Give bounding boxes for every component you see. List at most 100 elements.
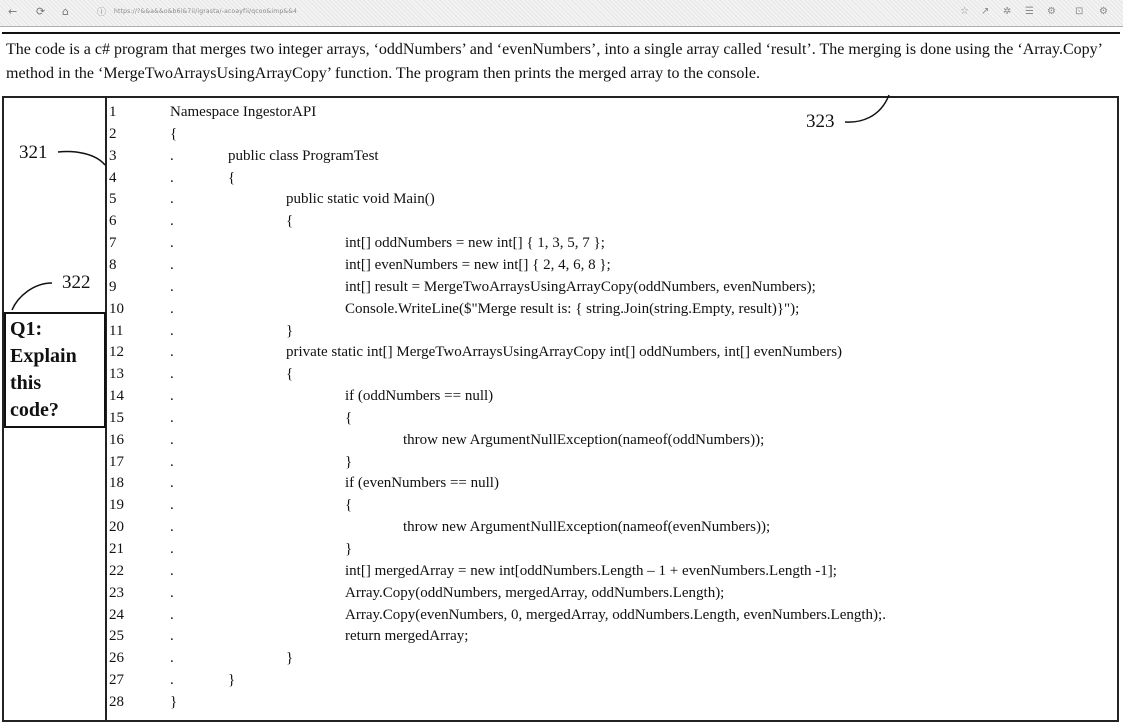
code-line: 24. Array.Copy(evenNumbers, 0, mergedArra… [106,606,1106,628]
reference-321: 321 [19,142,48,163]
code-text: throw new ArgumentNullException(nameof(o… [403,431,765,448]
code-line: 9.int[] result = MergeTwoArraysUsingArra… [106,278,1106,300]
code-line: 18. if (evenNumbers == null) [106,474,1106,496]
indent-marker: . [170,213,174,230]
code-line: 20.throw new ArgumentNullException(nameo… [106,518,1106,540]
code-text: if (oddNumbers == null) [345,388,494,405]
settings-icon[interactable]: ⚙ [1047,6,1056,17]
code-line: 22. int[] mergedArray = new int[oddNumber… [106,562,1106,584]
line-number: 2 [109,125,117,142]
site-info-icon[interactable]: ⓘ [97,8,107,18]
line-number: 27 [109,672,124,689]
indent-marker: . [170,191,174,208]
question-box[interactable]: Q1: Explain this code? [4,312,106,428]
browser-toolbar: ← ⟳ ⌂ ⓘ https://?&&a&&o&b6i&7ii/igrasta/… [0,0,1123,27]
code-text: public static void Main() [286,191,435,208]
code-line: 10. Console.WriteLine($"Merge result is: … [106,300,1106,322]
home-icon[interactable]: ⌂ [62,5,69,18]
code-text: Array.Copy(evenNumbers, 0, mergedArray, … [345,606,886,623]
code-text: int[] mergedArray = new int[oddNumbers.L… [345,562,837,579]
code-line: 8.int[] evenNumbers = new int[] { 2, 4, … [106,256,1106,278]
share-icon[interactable]: ↗ [981,6,990,17]
indent-marker: . [170,453,174,470]
indent-marker: . [170,606,174,623]
indent-marker: . [170,169,174,186]
code-line: 27.} [106,671,1106,693]
line-number: 19 [109,497,124,514]
indent-marker: . [170,519,174,536]
code-text: Array.Copy(oddNumbers, mergedArray, oddN… [345,584,725,601]
code-line: 4.{ [106,169,1106,191]
favorite-icon[interactable]: ☆ [960,6,969,17]
code-text: } [345,453,353,470]
indent-marker: . [170,300,174,317]
indent-marker: . [170,541,174,557]
line-number: 18 [109,475,124,492]
code-line: 25.return mergedArray; [106,627,1106,649]
code-text: { [170,125,178,142]
copilot-icon[interactable]: ⚙ [1099,6,1108,17]
indent-marker: . [170,322,174,339]
code-line: 14. if (oddNumbers == null) [106,387,1106,409]
indent-marker: . [170,431,174,448]
indent-marker: . [170,672,174,689]
code-text: } [228,672,236,689]
code-line: 16. throw new ArgumentNullException(nameo… [106,431,1106,453]
code-text: } [170,693,178,710]
code-line: 15.{ [106,409,1106,431]
description-top-border [2,32,1120,34]
indent-marker: . [170,388,174,405]
code-explanation: The code is a c# program that merges two… [6,41,1102,82]
indent-marker: . [170,475,174,492]
code-line: 21.} [106,540,1106,562]
code-text: int[] oddNumbers = new int[] { 1, 3, 5, … [345,235,605,252]
code-line: 13. { [106,365,1106,387]
code-text: { [228,169,236,186]
line-number: 1 [109,104,117,120]
reload-icon[interactable]: ⟳ [36,5,46,18]
indent-marker: . [170,147,174,164]
code-line: 12.private static int[] MergeTwoArraysUs… [106,343,1106,365]
line-number: 10 [109,300,124,317]
line-number: 25 [109,628,124,645]
line-number: 8 [109,256,117,273]
code-line: 2{ [106,125,1106,147]
line-number: 28 [109,693,124,710]
line-number: 16 [109,431,124,448]
indent-marker: . [170,584,174,601]
code-text: throw new ArgumentNullException(nameof(e… [403,519,771,536]
address-bar[interactable]: https://?&&a&&o&b6i&7ii/igrasta/-acoayfi… [114,8,298,15]
code-line: 28} [106,693,1106,715]
sidebar-icon[interactable]: ⊡ [1075,6,1084,17]
code-line: 3.public class ProgramTest [106,147,1106,169]
line-number: 17 [109,453,124,470]
code-text: if (evenNumbers == null) [345,475,499,492]
reference-323: 323 [806,111,835,132]
indent-marker: . [170,628,174,645]
code-text: { [286,366,294,383]
collections-icon[interactable]: ☰ [1025,6,1034,17]
line-number: 15 [109,409,124,426]
line-number: 13 [109,366,124,383]
code-text: private static int[] MergeTwoArraysUsing… [286,344,843,361]
extensions-icon[interactable]: ✲ [1003,6,1012,17]
code-text: int[] result = MergeTwoArraysUsingArrayC… [345,278,816,295]
code-text: } [345,541,353,557]
code-line: 23.Array.Copy(oddNumbers, mergedArray, o… [106,584,1106,606]
indent-marker: . [170,366,174,383]
indent-marker: . [170,278,174,295]
indent-marker: . [170,344,174,361]
line-number: 22 [109,562,124,579]
indent-marker: . [170,235,174,252]
indent-marker: . [170,562,174,579]
line-number-gutter [105,96,107,722]
line-number: 24 [109,606,124,623]
code-line: 11.} [106,322,1106,344]
back-icon[interactable]: ← [8,5,18,18]
code-text: Console.WriteLine($"Merge result is: { s… [345,300,800,317]
code-line: 19.{ [106,496,1106,518]
line-number: 14 [109,388,124,405]
indent-marker: . [170,497,174,514]
indent-marker: . [170,650,174,667]
